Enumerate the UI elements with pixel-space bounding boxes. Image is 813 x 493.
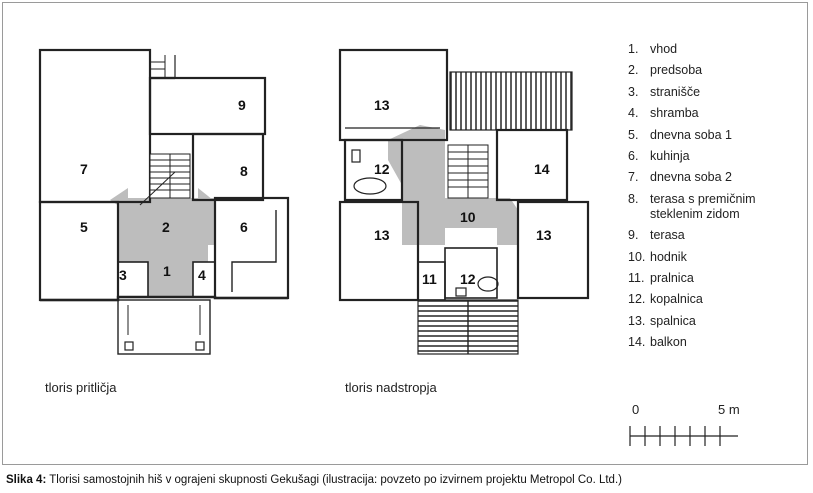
room-number: 13 bbox=[374, 227, 390, 243]
legend-item: 8.terasa s premičnim steklenim zidom bbox=[628, 191, 756, 221]
room-number: 5 bbox=[80, 219, 88, 235]
ground-room-numbers: 1 2 3 4 5 6 7 8 9 bbox=[80, 97, 248, 283]
porch bbox=[117, 299, 211, 355]
legend-item: 5.dnevna soba 1 bbox=[628, 127, 733, 142]
room-13b-walls bbox=[338, 200, 420, 302]
scale-bar bbox=[629, 426, 738, 446]
scale-end: 5 m bbox=[718, 402, 740, 417]
room-number: 13 bbox=[536, 227, 552, 243]
legend-item: 7.dnevna soba 2 bbox=[628, 170, 733, 185]
legend-item: 14.balkon bbox=[628, 335, 687, 350]
room-14-walls bbox=[495, 128, 569, 202]
upper-room-numbers: 10 11 12 12 13 13 13 14 bbox=[374, 97, 552, 287]
room-number: 11 bbox=[422, 271, 437, 287]
room-12b-walls bbox=[444, 247, 498, 299]
legend-item: 13.spalnica bbox=[628, 313, 696, 328]
room-number: 13 bbox=[374, 97, 390, 113]
legend-item: 9.terasa bbox=[628, 228, 685, 243]
room-number: 10 bbox=[460, 209, 476, 225]
ground-floor-plan bbox=[38, 48, 290, 355]
legend-item: 1.vhod bbox=[628, 42, 678, 56]
room-9-walls bbox=[148, 76, 267, 136]
room-6-walls bbox=[213, 196, 290, 300]
caption-lead: Slika 4: bbox=[6, 474, 47, 486]
room-number: 8 bbox=[240, 163, 248, 179]
legend-item: 3.stranišče bbox=[628, 84, 701, 99]
room-number: 2 bbox=[162, 219, 170, 235]
room-number: 6 bbox=[240, 219, 248, 235]
legend-item: 2.predsoba bbox=[628, 63, 703, 78]
room-number: 3 bbox=[119, 267, 127, 283]
figure-caption: Slika 4: Tlorisi samostojnih hiš v ograj… bbox=[6, 474, 622, 486]
room-13c-walls bbox=[516, 200, 590, 300]
scale-start: 0 bbox=[632, 402, 639, 417]
room-number: 9 bbox=[238, 97, 246, 113]
floor-plans: 1 2 3 4 5 6 7 8 9 tloris pritličja bbox=[38, 48, 740, 446]
figure-frame bbox=[2, 2, 808, 465]
room-8-walls bbox=[191, 132, 265, 202]
room-number: 14 bbox=[534, 161, 550, 177]
upper-stair bbox=[447, 144, 489, 199]
room-number: 12 bbox=[460, 271, 476, 287]
room-number: 7 bbox=[80, 161, 88, 177]
caption-text: Tlorisi samostojnih hiš v ograjeni skupn… bbox=[49, 474, 622, 486]
entry-stair-top bbox=[149, 55, 166, 78]
hall-fill bbox=[118, 198, 215, 297]
room-number: 4 bbox=[198, 267, 206, 283]
room-5-walls bbox=[38, 200, 120, 302]
legend-item: 11.pralnica bbox=[628, 270, 694, 285]
ground-floor-label: tloris pritličja bbox=[45, 380, 117, 395]
legend-item: 4.shramba bbox=[628, 106, 699, 121]
corridor-fill bbox=[388, 125, 518, 245]
room-12a-walls bbox=[343, 138, 404, 202]
room-7-walls bbox=[38, 48, 152, 204]
room-number: 12 bbox=[374, 161, 390, 177]
upper-floor-label: tloris nadstropja bbox=[345, 380, 438, 395]
ground-stair bbox=[139, 153, 191, 206]
legend-item: 10.hodnik bbox=[628, 249, 687, 264]
balcony-top bbox=[449, 71, 573, 131]
room-13a-walls bbox=[338, 48, 449, 142]
upper-floor-plan bbox=[338, 48, 590, 355]
room-number: 1 bbox=[163, 263, 171, 279]
legend-item: 12.kopalnica bbox=[628, 292, 703, 307]
room-legend: 1.vhod 2.predsoba 3.stranišče 4.shramba … bbox=[628, 42, 770, 356]
legend-item: 6.kuhinja bbox=[628, 148, 690, 163]
